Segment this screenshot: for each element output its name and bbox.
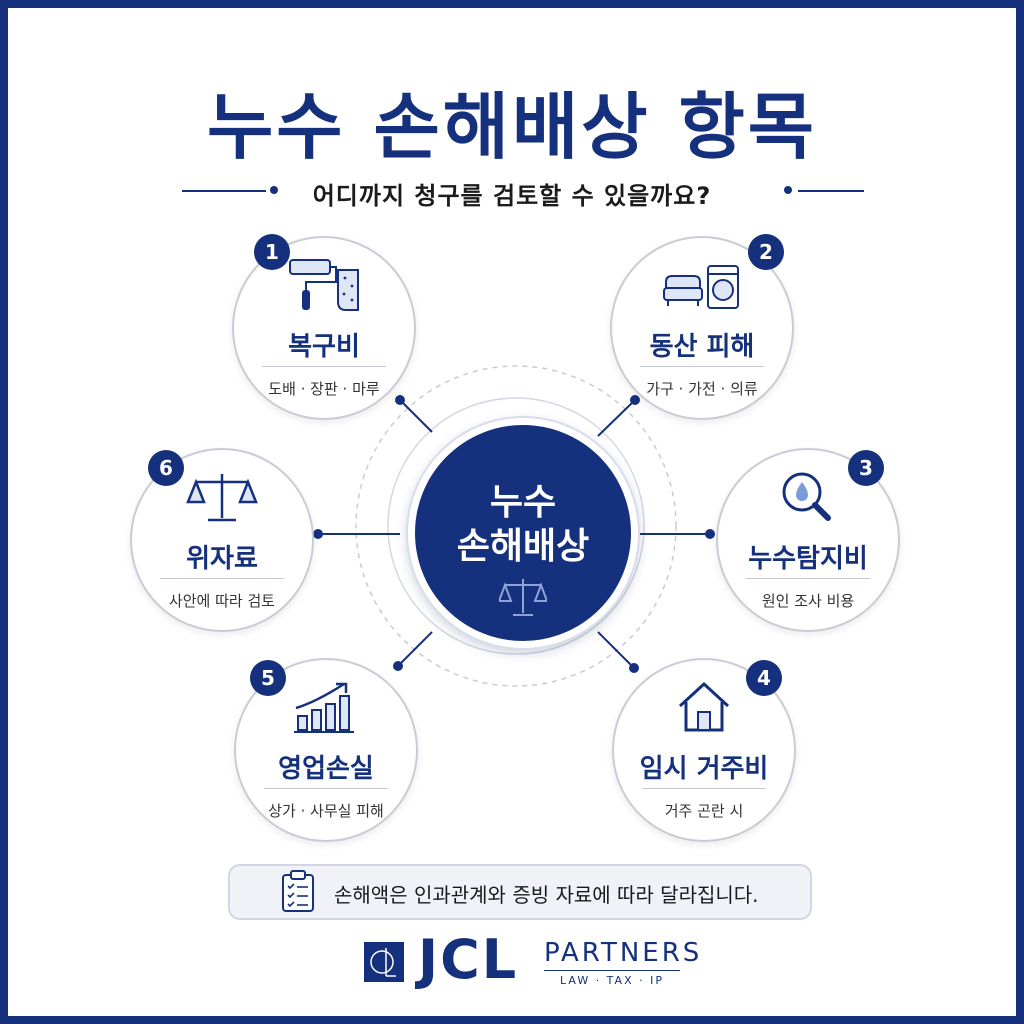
item-label: 영업손실 [278,754,374,784]
subtitle-line-right [798,190,864,192]
outer-dashed-ring [355,365,677,687]
item-label: 누수탐지비 [748,544,868,574]
item-divider [262,366,386,367]
page-subtitle: 어디까지 청구를 검토할 수 있을까요? [312,182,712,210]
logo-mark [364,942,404,982]
item-number-badge: 4 [746,660,782,696]
logo-emblem-icon [370,948,396,977]
center-title-line1: 누수 [489,482,557,523]
connector-lines [313,365,715,687]
item-label: 임시 거주비 [639,754,769,784]
item-divider [642,788,766,789]
item-label: 동산 피해 [649,332,755,362]
subtitle-row: 어디까지 청구를 검토할 수 있을까요? [8,172,1016,210]
item-number-badge: 3 [848,450,884,486]
item-number-badge: 1 [254,234,290,270]
item-description: 상가 · 사무실 피해 [268,802,384,820]
item-consolation-money: 위자료 사안에 따라 검토 [130,448,314,632]
scale-icon [186,474,258,522]
item-divider [640,366,764,367]
sofa-washer-icon [663,265,739,309]
item-number-badge: 5 [250,660,286,696]
inner-ring [387,397,645,655]
item-property-damage: 동산 피해 가구 · 가전 · 의류 [610,236,794,420]
item-description: 가구 · 가전 · 의류 [646,380,758,398]
item-divider [264,788,388,789]
center-title-line2: 손해배상 [456,526,590,567]
item-business-loss: 영업손실 상가 · 사무실 피해 [234,658,418,842]
item-label: 위자료 [186,544,258,574]
center-disc: 누수 손해배상 [408,418,638,648]
checklist-icon [282,870,314,912]
subtitle-line-left [182,190,266,192]
house-icon [678,682,730,732]
item-number-badge: 6 [148,450,184,486]
item-description: 사안에 따라 검토 [168,592,276,610]
scale-icon [499,579,547,616]
note-box: 손해액은 인과관계와 증빙 자료에 따라 달라집니다. [228,864,812,920]
subtitle-dot-right [784,186,792,194]
logo-wordmark: JCL [418,928,519,991]
subtitle-dot-left [270,186,278,194]
page-title: 누수 손해배상 항목 [206,85,818,169]
magnifier-drop-icon [782,472,831,521]
item-number-badge: 2 [748,234,784,270]
logo-rule [544,970,680,971]
item-description: 도배 · 장판 · 마루 [268,380,380,398]
wallpaper-roller-icon [289,259,359,311]
item-divider [746,578,870,579]
note-text: 손해액은 인과관계와 증빙 자료에 따라 달라집니다. [334,883,759,907]
item-description: 원인 조사 비용 [761,592,855,610]
item-divider [160,578,284,579]
item-description: 거주 곤란 시 [664,802,744,820]
bar-chart-icon [294,682,354,733]
item-label: 복구비 [288,332,360,362]
logo-partners: PARTNERS [544,938,703,968]
logo-tagline: LAW · TAX · IP [560,974,664,987]
